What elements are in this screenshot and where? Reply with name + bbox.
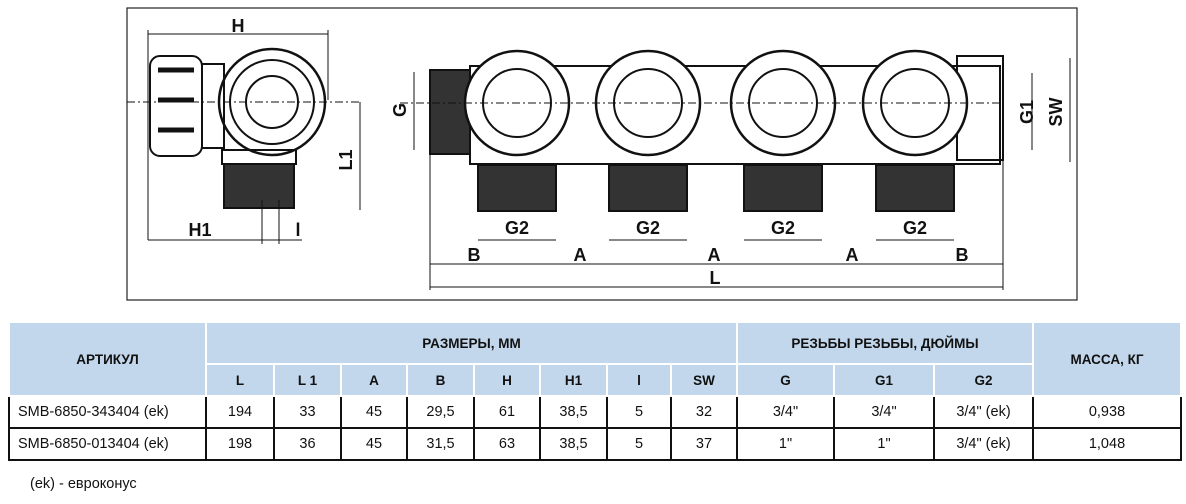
column-header: SW: [670, 363, 738, 397]
label-B: B: [468, 245, 481, 265]
cell-mass: 0,938: [1032, 395, 1182, 429]
label-G: G: [390, 103, 410, 117]
column-header: A: [340, 363, 408, 397]
column-header: L 1: [273, 363, 342, 397]
side-thread: [223, 163, 295, 209]
label-G1: G1: [1017, 100, 1037, 124]
header-threads: РЕЗЬБЫ РЕЗЬБЫ, ДЮЙМЫ: [736, 321, 1034, 365]
label-H: H: [232, 16, 245, 36]
cell: 3/4" (ek): [933, 395, 1034, 429]
label-l: l: [295, 220, 300, 240]
label-L1: L1: [336, 149, 356, 170]
specifications-table: АРТИКУЛ РАЗМЕРЫ, ММ РЕЗЬБЫ РЕЗЬБЫ, ДЮЙМЫ…: [8, 321, 1182, 461]
footnote: (ek) - евроконус: [30, 476, 137, 492]
cell: 38,5: [539, 395, 608, 429]
table-row: SMB-6850-013404 (ek) 198 36 45 31,5 63 3…: [8, 427, 1182, 461]
front-view: [400, 49, 1071, 290]
cell: 5: [606, 395, 672, 429]
cell: 33: [273, 395, 342, 429]
label-SW: SW: [1046, 97, 1066, 126]
technical-drawing: H H1 l L1 G G1 SW G2 G2: [126, 7, 1078, 301]
cell: 45: [340, 395, 408, 429]
label-G2: G2: [903, 218, 927, 238]
column-header: G: [736, 363, 835, 397]
cell: 3/4" (ek): [933, 427, 1034, 461]
column-header: l: [606, 363, 672, 397]
cell: 31,5: [406, 427, 475, 461]
label-G2: G2: [505, 218, 529, 238]
column-header: L: [205, 363, 275, 397]
table-row: SMB-6850-343404 (ek) 194 33 45 29,5 61 3…: [8, 395, 1182, 429]
cell: 45: [340, 427, 408, 461]
side-view: [127, 30, 361, 244]
label-G2: G2: [636, 218, 660, 238]
label-B: B: [956, 245, 969, 265]
cell-article: SMB-6850-013404 (ek): [8, 427, 207, 461]
column-header: H1: [539, 363, 608, 397]
cell: 194: [205, 395, 275, 429]
column-header: H: [473, 363, 541, 397]
cell: 3/4": [833, 395, 935, 429]
cell: 61: [473, 395, 541, 429]
label-H1: H1: [188, 220, 211, 240]
label-L: L: [710, 268, 721, 288]
label-A: A: [708, 245, 721, 265]
cell: 37: [670, 427, 738, 461]
cell-article: SMB-6850-343404 (ek): [8, 395, 207, 429]
label-A: A: [574, 245, 587, 265]
cell: 38,5: [539, 427, 608, 461]
cell: 63: [473, 427, 541, 461]
header-dimensions: РАЗМЕРЫ, ММ: [205, 321, 738, 365]
column-header: B: [406, 363, 475, 397]
cell: 5: [606, 427, 672, 461]
label-A: A: [846, 245, 859, 265]
header-mass: МАССА, КГ: [1032, 321, 1182, 397]
cell: 36: [273, 427, 342, 461]
cell: 198: [205, 427, 275, 461]
label-G2: G2: [771, 218, 795, 238]
column-header: G2: [933, 363, 1034, 397]
cell: 3/4": [736, 395, 835, 429]
column-header: G1: [833, 363, 935, 397]
cell: 29,5: [406, 395, 475, 429]
cell: 1": [736, 427, 835, 461]
header-article: АРТИКУЛ: [8, 321, 207, 397]
cell: 32: [670, 395, 738, 429]
cell: 1": [833, 427, 935, 461]
inlet-thread: [429, 69, 471, 155]
cell-mass: 1,048: [1032, 427, 1182, 461]
